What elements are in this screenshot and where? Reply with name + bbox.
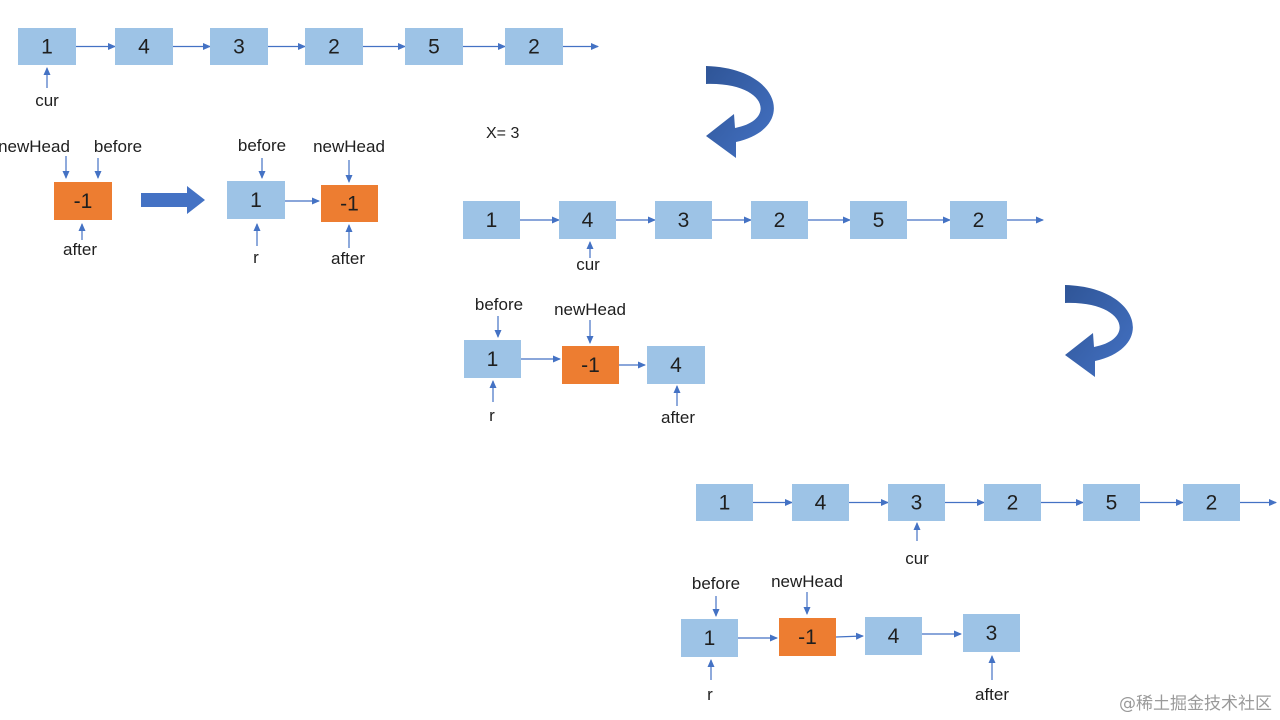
s2-result-node-0-value: 1: [704, 627, 716, 650]
s0-after-r-node-value: 1: [250, 189, 262, 212]
transition-arrow-icon: [141, 186, 205, 214]
s0-cur-label: cur: [35, 91, 59, 110]
s0-before-newhead-label: newHead: [0, 137, 70, 156]
s2-result-node-0-box: [681, 619, 738, 657]
s0-list-node-1-value: 4: [138, 36, 150, 59]
s2-result-edge-1: [835, 632, 864, 640]
x-value-note: X= 3: [486, 125, 519, 142]
s2-list-node-3-value: 2: [1007, 492, 1019, 515]
s0-before-newhead-node-value: -1: [74, 190, 93, 213]
s2-list-node-4-box: [1083, 484, 1140, 521]
s0-list-node-0-value: 1: [41, 36, 53, 59]
s2-list-node-3-box: [984, 484, 1041, 521]
s2-result-node-2-box: [865, 617, 922, 655]
s0-after-r-node-box: [227, 181, 285, 219]
s0-list-node-5-box: [505, 28, 563, 65]
s1-list-node-2-value: 3: [678, 209, 690, 232]
s0-list-node-3-value: 2: [328, 36, 340, 59]
s1-list-node-5-box: [950, 201, 1007, 239]
s1-cur-label: cur: [576, 255, 600, 274]
s2-list-node-1-value: 4: [815, 492, 827, 515]
s2-result-node-1-value: -1: [798, 626, 817, 649]
watermark: @稀土掘金技术社区: [1119, 694, 1272, 714]
s0-after-after-label: after: [331, 249, 365, 268]
s1-list-node-2-box: [655, 201, 712, 239]
s2-list-node-4-value: 5: [1106, 492, 1118, 515]
s1-result-node-2-box: [647, 346, 705, 384]
s1-before-label: before: [475, 295, 523, 314]
s0-before-before-label: before: [94, 137, 142, 156]
s1-list-node-4-value: 5: [873, 209, 885, 232]
curved-transition-arrow-1-icon: [706, 66, 774, 158]
s0-after-r-label: r: [253, 248, 259, 267]
s1-list-node-0-value: 1: [486, 209, 498, 232]
s2-newhead-label: newHead: [771, 572, 843, 591]
s0-after-newhead-label: newHead: [313, 137, 385, 156]
s2-result-node-1-box: [779, 618, 836, 656]
s0-list-node-2-value: 3: [233, 36, 245, 59]
s0-after-newhead-node-value: -1: [340, 193, 359, 216]
s1-result-node-0-value: 1: [487, 348, 499, 371]
s1-list-node-3-value: 2: [774, 209, 786, 232]
s1-r-label: r: [489, 406, 495, 425]
s0-list-node-4-box: [405, 28, 463, 65]
s0-list-node-4-value: 5: [428, 36, 440, 59]
s2-list-node-1-box: [792, 484, 849, 521]
s2-list-node-0-value: 1: [719, 492, 731, 515]
s1-list-node-0-box: [463, 201, 520, 239]
s2-list-node-2-value: 3: [911, 492, 923, 515]
s1-list-node-3-box: [751, 201, 808, 239]
s0-list-node-5-value: 2: [528, 36, 540, 59]
s0-after-newhead-node-box: [321, 185, 378, 222]
curved-transition-arrow-2-icon: [1065, 285, 1133, 377]
s0-before-after-label: after: [63, 240, 97, 259]
s1-list-node-1-box: [559, 201, 616, 239]
s1-result-node-2-value: 4: [670, 354, 682, 377]
s1-result-node-0-box: [464, 340, 521, 378]
s2-result-node-2-value: 4: [888, 625, 900, 648]
s2-list-node-5-box: [1183, 484, 1240, 521]
s1-after-label: after: [661, 408, 695, 427]
s0-list-node-0-box: [18, 28, 76, 65]
s1-list-node-4-box: [850, 201, 907, 239]
s0-list-node-3-box: [305, 28, 363, 65]
s2-cur-label: cur: [905, 549, 929, 568]
s2-list-node-2-box: [888, 484, 945, 521]
s2-r-label: r: [707, 685, 713, 704]
s1-list-node-1-value: 4: [582, 209, 594, 232]
s0-before-newhead-node-box: [54, 182, 112, 220]
s2-before-label: before: [692, 574, 740, 593]
s1-newhead-label: newHead: [554, 300, 626, 319]
s0-list-node-1-box: [115, 28, 173, 65]
s2-after-label: after: [975, 685, 1009, 704]
s2-result-node-3-box: [963, 614, 1020, 652]
s1-result-node-1-box: [562, 346, 619, 384]
s2-list-node-0-box: [696, 484, 753, 521]
s2-result-node-3-value: 3: [986, 622, 998, 645]
s1-result-node-1-value: -1: [581, 354, 600, 377]
s0-after-before-label: before: [238, 136, 286, 155]
s2-list-node-5-value: 2: [1206, 492, 1218, 515]
s1-list-node-5-value: 2: [973, 209, 985, 232]
s0-list-node-2-box: [210, 28, 268, 65]
